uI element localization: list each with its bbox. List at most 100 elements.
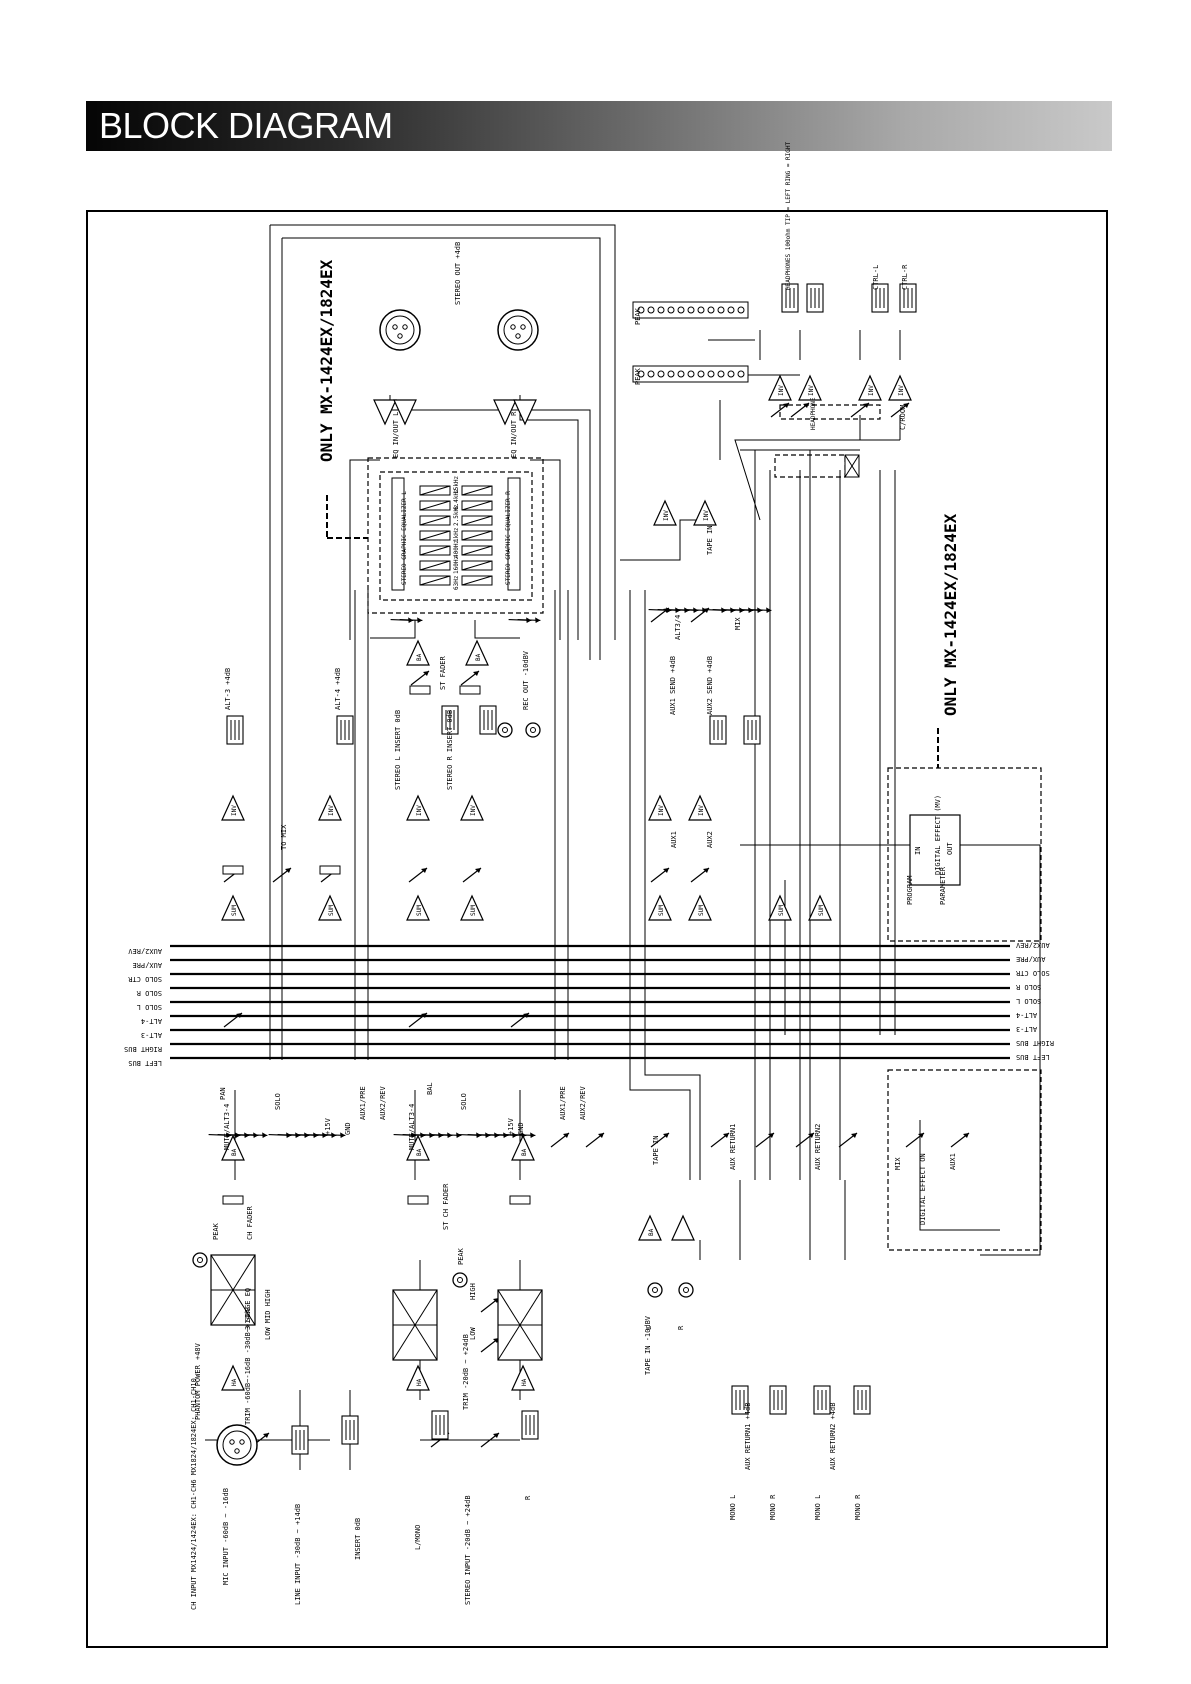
only-model-note-right: ONLY MX-1424EX/1824EX [941,513,960,716]
amplifier-label: HA [231,1378,238,1386]
jack [336,715,354,745]
pot [462,867,482,883]
amplifier-label: SUM [328,905,335,916]
diagram-label: SOLO [460,1093,468,1110]
diagram-label: IN [914,847,922,855]
diagram-label: 160Hz [453,556,460,574]
diagram-label: DIGITAL EFFECT ON [919,1153,927,1225]
amplifier-label: INV [416,805,423,816]
diagram-label: TRIM -20dB ~ +24dB [462,1334,470,1410]
bus-label-right: LEFT BUS [1016,1053,1050,1061]
bus-label-right: SOLO CTR [1015,969,1050,977]
bus-label-right: AUX/PRE [1016,955,1046,963]
xlr-connector [216,1424,258,1466]
diagram-label: CH INPUT MX1424/1424EX: CH1-CH6 MX1824/1… [190,1378,198,1610]
bus-label-left: AUX/PRE [132,961,162,969]
diagram-label: AUX2/REV [579,1085,587,1120]
diagram-label: MONO L [729,1495,737,1520]
diagram-label: STEREO R INSERT 0dB [446,710,454,790]
diagram-label: +15V [324,1117,332,1135]
amplifier [671,1215,695,1241]
dashed-boundaries [326,404,1042,1251]
amplifier-label: SUM [658,905,665,916]
amplifier-label: SUM [698,905,705,916]
diagram-label: STEREO GRAPHIC EQUALIZER L [401,491,408,585]
rca-connector [647,1282,663,1298]
diagram-label: AUX1 [949,1153,957,1170]
led-indicator [192,1252,208,1268]
diagram-label: AUX RETURN2 [814,1124,822,1170]
diagram-label: SOLO [274,1093,282,1110]
diagram-label: DIGITAL EFFECT (MV) [934,795,942,875]
amplifier-label: SUM [818,905,825,916]
diagram-label: CTRL-L [872,265,880,290]
signal-wires [205,224,1041,1470]
switch [438,1123,462,1147]
fader-box [409,685,431,695]
diagram-label: R [524,1495,532,1500]
jack [341,1415,359,1445]
diagram-label: ALT-3 +4dB [224,668,232,710]
diagram-label: AUX1/PRE [359,1086,367,1120]
diagram-label: AUX RETURN1 [729,1124,737,1170]
diagram-labels: CH INPUT MX1424/1424EX: CH1-CH6 MX1824/1… [190,142,957,1610]
bus-label-left: ALT-4 [141,1017,162,1025]
diagram-label: L [645,1326,653,1330]
amplifier-label: INV [470,805,477,816]
fader-box [222,1195,244,1205]
diagram-label: LOW MID HIGH [264,1289,272,1340]
amplifier-label: INV [698,805,705,816]
diagram-label: 1kHz [453,527,460,542]
switch [517,608,541,632]
section-header-bar: BLOCK DIAGRAM [86,101,1112,151]
diagram-label: MUTE/ALT3-4 [408,1104,416,1150]
diagram-label: PROGRAM [906,875,914,905]
pot [838,1132,858,1148]
diagram-label: R [677,1325,685,1330]
diagram-label: REC OUT -10dBV [522,650,530,710]
bus-label-left: SOLO L [137,1003,162,1011]
diagram-label: TAPE IN [652,1135,660,1165]
rca-connector [525,722,541,738]
diagram-label: AUX RETURN2 +4dB [829,1403,837,1470]
amplifier-label: INV [868,385,875,396]
bus-label-right: RIGHT BUS [1016,1039,1054,1047]
fader-box [407,1195,429,1205]
diagram-label: CTRL-R [901,264,909,290]
switch [244,1123,268,1147]
pot [408,867,428,883]
amplifier-label: INV [663,510,670,521]
diagram-label: EQ IN/OUT R [510,411,518,458]
diagram-label: ALT3/4 [674,615,682,640]
diagram-label: GND [517,1122,525,1135]
switch-box [844,454,860,478]
peak-led [452,1272,468,1288]
pot [410,670,430,686]
diagram-label: MIC INPUT -60dB ~ -16dB [222,1488,230,1585]
diagram-label: STEREO INPUT -20dB ~ +24dB [464,1495,472,1605]
diagram-label: TO MIX [280,824,288,850]
pot [950,1132,970,1148]
digital-effect-box [909,814,961,886]
jack [853,1385,871,1415]
diagram-label: STEREO L INSERT 0dB [394,710,402,790]
amplifier-label: SUM [470,905,477,916]
diagram-label: 15kHz [453,476,460,494]
diagram-label: ST CH FADER [442,1183,450,1230]
diagram-label: PEAK [457,1247,465,1265]
diagram-label: LINE INPUT -30dB ~ +14dB [294,1504,302,1605]
page-title: BLOCK DIAGRAM [99,105,393,146]
jack [743,715,761,745]
bus-label-left: AUX2/REV [127,947,162,955]
diagram-label: PHANTOM POWER [194,1364,202,1420]
diagram-label: AUX2 [706,831,714,848]
pot [905,1132,925,1148]
jack [431,1410,449,1440]
amplifier-label: HA [521,1378,528,1386]
diagram-label: GND [344,1122,352,1135]
diagram-label: MONO R [769,1494,777,1520]
amplifier-label: INV [658,805,665,816]
bus-label-left: SOLO R [136,989,162,997]
pot [460,670,480,686]
